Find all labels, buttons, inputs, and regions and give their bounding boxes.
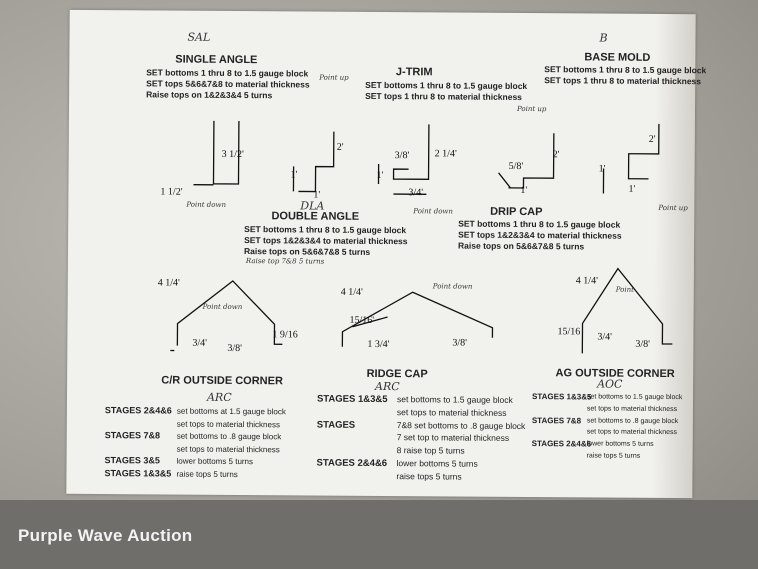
stage-instruction: set bottoms to .8 gauge block: [586, 417, 679, 425]
handwritten-code: ARC: [375, 379, 400, 394]
stage-instruction: set tops to material thickness: [586, 405, 678, 413]
ag-outside-corner-diagram: [581, 267, 673, 354]
single-angle-line: Raise tops on 1&2&3&4 5 turns: [146, 89, 273, 101]
single-angle-title: SINGLE ANGLE: [175, 53, 258, 67]
ridge-cap-diagram: [341, 291, 494, 347]
stage-label: STAGES 2&4&6: [104, 405, 172, 416]
dim-label: 5/8': [508, 160, 524, 172]
instruction-sheet: SAL SINGLE ANGLE SET bottoms 1 thru 8 to…: [66, 9, 706, 499]
dim-label: 3 1/2': [221, 148, 244, 161]
double-angle-diagram: [292, 131, 335, 193]
floor: [0, 500, 758, 569]
stage-instruction: set tops to material thickness: [176, 444, 280, 454]
dim-label: 1': [598, 163, 606, 175]
watermark-logo: Purple Wave Auction: [18, 526, 193, 545]
dim-label: 1 1/2': [160, 186, 183, 198]
stage-label: STAGES 7&8: [531, 415, 582, 425]
base-mold-title: BASE MOLD: [584, 51, 651, 64]
handwritten-code: ARC: [206, 390, 232, 404]
stage-instruction: set tops to material thickness: [176, 419, 280, 429]
dim-label: 3/8': [394, 150, 410, 162]
base-mold-line: SET tops 1 thru 8 to material thickness: [544, 75, 702, 87]
stage-instruction: set tops to material thickness: [396, 406, 507, 418]
dim-label: 2 1/4': [434, 148, 457, 160]
stage-instruction: raise tops 5 turns: [586, 452, 641, 460]
dim-label: 3/8': [452, 337, 468, 349]
stage-instruction: set bottoms to 1.5 gauge block: [586, 393, 683, 402]
dim-label: 3/8': [635, 338, 651, 350]
stage-label: STAGES 2&4&6: [531, 439, 592, 449]
dim-label: 3/8': [227, 342, 242, 355]
double-angle-title: DOUBLE ANGLE: [271, 210, 360, 223]
stage-instruction: set bottoms to 1.5 gauge block: [396, 394, 513, 405]
handwritten-note: Point up: [658, 203, 688, 213]
dim-label: 3/4': [408, 187, 424, 199]
dim-label: 1 9/16: [272, 329, 298, 341]
j-trim-title: J-TRIM: [395, 66, 433, 79]
dim-label: 1 3/4': [367, 338, 390, 351]
dim-label: 4 1/4': [575, 275, 598, 287]
dim-label: 3/4': [597, 331, 613, 343]
handwritten-note: Point up: [516, 104, 547, 114]
handwritten-note: Point down: [413, 207, 453, 216]
drip-cap-title: DRIP CAP: [490, 205, 543, 219]
j-trim-diagram: [377, 124, 430, 195]
stage-instruction: 7 set top to material thickness: [396, 432, 510, 444]
stage-label: STAGES: [316, 419, 356, 431]
handwritten-code: SAL: [187, 30, 211, 44]
stage-instruction: set bottoms to .8 gauge block: [176, 431, 282, 442]
drip-cap-line: Raise tops on 5&6&7&8 5 turns: [458, 240, 585, 252]
handwritten-note: Point: [615, 285, 634, 294]
handwritten-note: Point down: [186, 200, 226, 209]
ridge-cap-title: RIDGE CAP: [366, 367, 428, 381]
stage-instruction: set bottoms at 1.5 gauge block: [176, 406, 286, 417]
dim-label: 15/16': [349, 314, 375, 326]
stage-label: STAGES 1&3&5: [531, 392, 592, 402]
stage-label: STAGES 7&8: [104, 430, 161, 441]
stage-instruction: 8 raise top 5 turns: [396, 445, 465, 456]
cr-outside-corner-diagram: [170, 280, 283, 352]
base-mold-diagram: [602, 123, 660, 194]
stage-instruction: 7&8 set bottoms to .8 gauge block: [396, 419, 526, 431]
stage-label: STAGES 2&4&6: [316, 457, 388, 470]
dim-label: 2': [336, 141, 344, 153]
stage-instruction: lower bottoms 5 turns: [396, 458, 478, 469]
drip-cap-diagram: [498, 133, 555, 189]
stage-label: STAGES 1&3&5: [316, 393, 388, 406]
handwritten-code: AOC: [597, 377, 623, 391]
dim-label: 1': [628, 183, 636, 195]
handwritten-code: B: [599, 31, 608, 45]
stage-label: STAGES 1&3&5: [104, 467, 172, 479]
dim-label: 4 1/4': [340, 286, 363, 298]
dim-label: 4 1/4': [157, 277, 180, 289]
stage-instruction: raise tops 5 turns: [176, 469, 238, 479]
dim-label: 2': [552, 149, 560, 161]
stage-label: STAGES 3&5: [104, 455, 160, 466]
dim-label: 1': [376, 169, 384, 182]
stage-instruction: lower bottoms 5 turns: [176, 456, 254, 467]
handwritten-note: Raise top 7&8 5 turns: [245, 257, 325, 266]
single-angle-diagram: [193, 120, 240, 186]
handwritten-note: Point down: [432, 282, 473, 291]
stage-instruction: set tops to material thickness: [586, 428, 678, 437]
handwritten-note: Point down: [202, 302, 243, 312]
handwritten-note: Point up: [319, 73, 349, 82]
double-angle-line: Raise tops on 5&6&7&8 5 turns: [243, 246, 371, 257]
dim-label: 3/4': [192, 337, 208, 349]
stage-instruction: lower bottoms 5 turns: [586, 440, 654, 449]
dim-label: 15/16: [557, 326, 581, 338]
stage-instruction: raise tops 5 turns: [396, 470, 462, 482]
dim-label: 1': [290, 169, 298, 181]
dim-label: 1': [520, 184, 528, 197]
dim-label: 2': [648, 133, 656, 145]
j-trim-line: SET tops 1 thru 8 to material thickness: [365, 90, 522, 102]
cr-outside-corner-title: C/R OUTSIDE CORNER: [161, 374, 283, 388]
